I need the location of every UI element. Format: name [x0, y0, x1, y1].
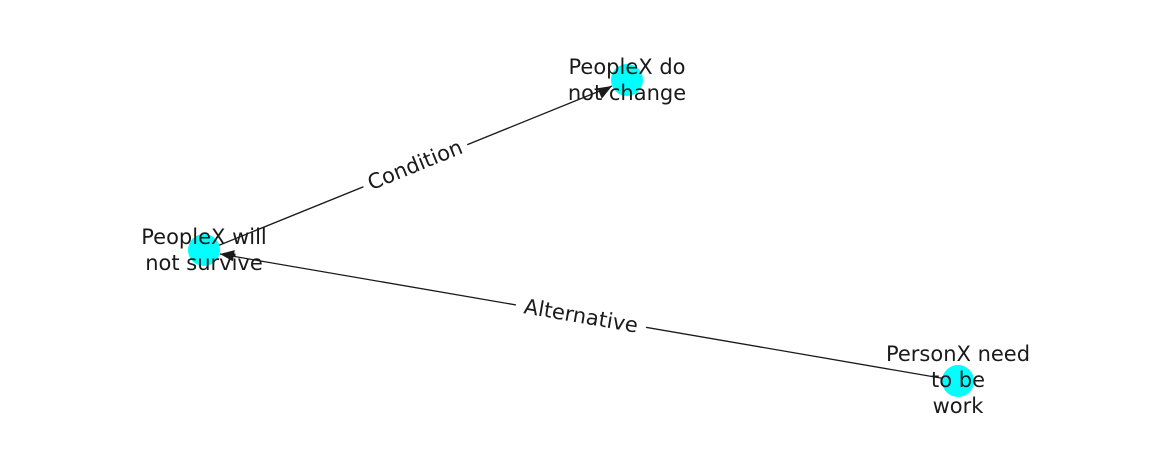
node-peoplex-will-not-survive: PeopleX will not survive	[141, 225, 267, 275]
node-label-line: PersonX need	[886, 342, 1030, 366]
node-label-line: PeopleX will	[141, 225, 267, 249]
node-label-line: PeopleX do	[568, 55, 685, 79]
arrow-head-condition	[597, 86, 612, 99]
node-label-line: work	[933, 394, 985, 418]
node-label-line: not change	[568, 81, 686, 105]
node-marker	[942, 365, 974, 397]
node-marker	[611, 64, 643, 96]
node-peoplex-do-not-change: PeopleX do not change	[568, 55, 686, 105]
edge-alternative: Alternative	[219, 250, 959, 382]
edge-label-bg-alternative	[513, 289, 649, 343]
node-personx-need-to-be-work: PersonX need to be work	[886, 342, 1030, 418]
arrow-head-alternative	[220, 250, 235, 262]
node-label-line: not survive	[145, 251, 263, 275]
node-label-line: to be	[931, 368, 985, 392]
edge-label-bg-condition	[357, 130, 473, 200]
node-marker	[188, 234, 220, 266]
